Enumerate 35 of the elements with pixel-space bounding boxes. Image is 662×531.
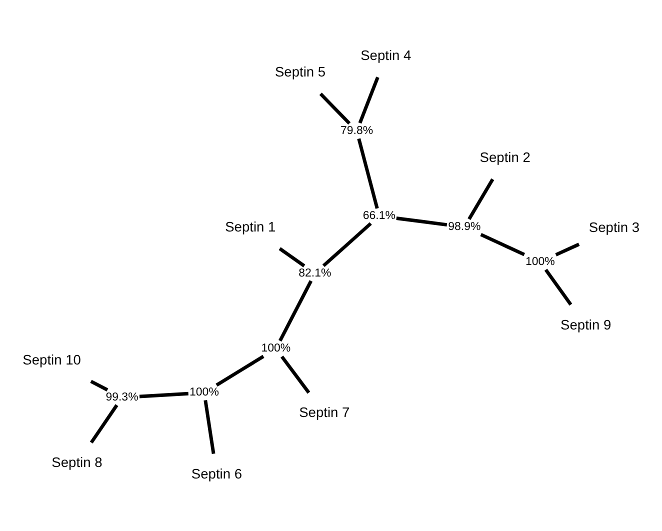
connector: [544, 268, 572, 306]
node-label: 79.8%: [340, 124, 374, 137]
connector: [357, 138, 379, 209]
connector: [480, 233, 526, 256]
connector: [216, 354, 264, 387]
node-text: Septin 2: [480, 150, 530, 165]
connector: [139, 392, 188, 398]
node-text: Septin 3: [588, 220, 640, 235]
node-label: 100%: [261, 342, 291, 355]
connector: [278, 247, 306, 268]
connector: [468, 178, 494, 220]
connector: [322, 222, 372, 268]
node-label: 99.3%: [106, 391, 138, 404]
node-text: Septin 5: [274, 64, 326, 80]
connector: [319, 92, 351, 125]
node-text: Septin 7: [299, 405, 350, 420]
node-label: 82.1%: [298, 267, 332, 280]
node-text: Septin 8: [52, 455, 102, 470]
node-text: Septin 9: [560, 317, 612, 332]
connector: [278, 280, 313, 342]
node-label: 98.9%: [448, 220, 481, 233]
connector: [90, 404, 118, 444]
node-label: 66.1%: [362, 210, 396, 222]
connector: [204, 400, 216, 454]
node-text: Septin 1: [225, 219, 276, 234]
connector: [358, 76, 380, 124]
connector: [280, 356, 310, 394]
node-label: 100%: [525, 256, 555, 268]
node-text: Septin 4: [360, 48, 412, 63]
node-label: 100%: [190, 386, 219, 399]
connector: [396, 216, 448, 226]
connector: [90, 380, 108, 392]
connector: [555, 242, 580, 256]
node-text: Septin 10: [22, 352, 81, 368]
node-text: Septin 6: [191, 466, 242, 482]
